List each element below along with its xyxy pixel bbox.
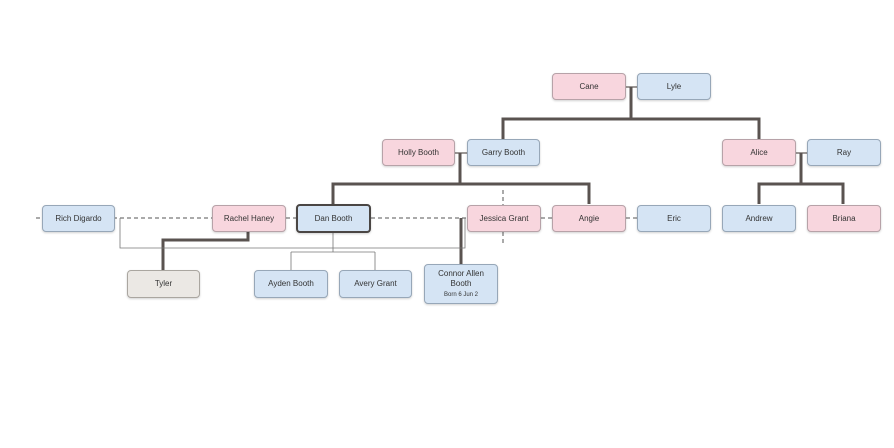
person-name: Andrew bbox=[745, 213, 773, 223]
person-birth-date: Born 6 Jun 2 bbox=[443, 291, 479, 298]
person-name: Dan Booth bbox=[314, 213, 353, 223]
person-rich-digardo[interactable]: Rich Digardo bbox=[42, 205, 115, 232]
person-name: Ray bbox=[836, 147, 852, 157]
line-holly-garry-children bbox=[331, 153, 591, 204]
person-name: Briana bbox=[832, 213, 856, 223]
line-thin-ayden-avery bbox=[290, 231, 376, 270]
person-tyler[interactable]: Tyler bbox=[127, 270, 200, 298]
person-name: Angie bbox=[578, 213, 600, 223]
person-name: Holly Booth bbox=[398, 147, 439, 157]
person-alice[interactable]: Alice bbox=[722, 139, 796, 166]
person-name: Cane bbox=[579, 81, 599, 91]
person-name: Jessica Grant bbox=[479, 213, 529, 223]
person-name: Eric bbox=[667, 213, 681, 223]
person-name: Tyler bbox=[154, 279, 173, 289]
person-name: Garry Booth bbox=[481, 147, 526, 157]
line-cane-lyle-children bbox=[501, 87, 761, 139]
person-name: Lyle bbox=[666, 81, 682, 91]
person-name: Rachel Haney bbox=[223, 213, 275, 223]
person-name: Alice bbox=[750, 147, 768, 157]
line-thin-bracket bbox=[119, 218, 466, 249]
person-name: Connor Allen Booth bbox=[438, 269, 484, 288]
person-briana[interactable]: Briana bbox=[807, 205, 881, 232]
person-connor-allen-booth[interactable]: Connor Allen Booth Born 6 Jun 2 bbox=[424, 264, 498, 304]
person-name: Avery Grant bbox=[354, 279, 397, 289]
person-lyle[interactable]: Lyle bbox=[637, 73, 711, 100]
person-andrew[interactable]: Andrew bbox=[722, 205, 796, 232]
person-rachel-haney[interactable]: Rachel Haney bbox=[212, 205, 286, 232]
line-rachel-dan-tyler bbox=[161, 231, 250, 270]
person-dan-booth[interactable]: Dan Booth bbox=[296, 204, 371, 233]
person-name: Rich Digardo bbox=[55, 213, 102, 223]
person-eric[interactable]: Eric bbox=[637, 205, 711, 232]
person-cane[interactable]: Cane bbox=[552, 73, 626, 100]
person-angie[interactable]: Angie bbox=[552, 205, 626, 232]
person-garry-booth[interactable]: Garry Booth bbox=[467, 139, 540, 166]
person-name: Ayden Booth bbox=[268, 279, 314, 289]
person-holly-booth[interactable]: Holly Booth bbox=[382, 139, 455, 166]
person-ray[interactable]: Ray bbox=[807, 139, 881, 166]
person-ayden-booth[interactable]: Ayden Booth bbox=[254, 270, 328, 298]
line-alice-ray-children bbox=[757, 153, 845, 204]
person-jessica-grant[interactable]: Jessica Grant bbox=[467, 205, 541, 232]
person-avery-grant[interactable]: Avery Grant bbox=[339, 270, 412, 298]
